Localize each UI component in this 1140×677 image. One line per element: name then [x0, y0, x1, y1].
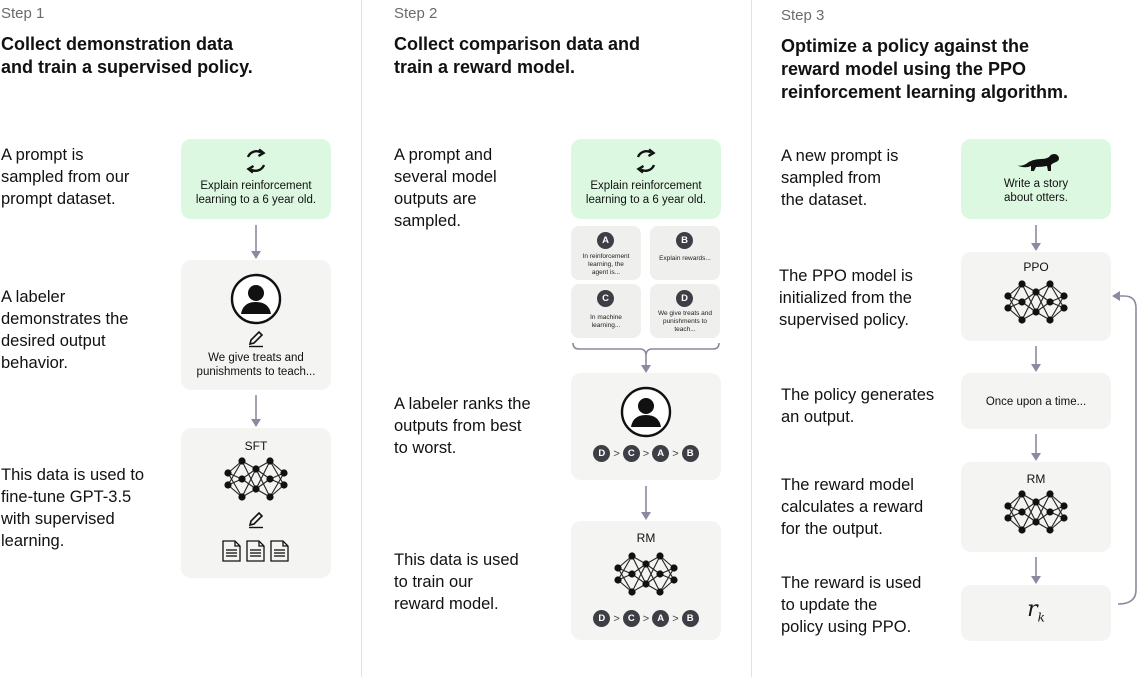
- step-3-desc-prompt: A new prompt is sampled from the dataset…: [781, 147, 899, 209]
- column-divider-2: [751, 0, 752, 677]
- step-2-desc-ranking: A labeler ranks the outputs from best to…: [394, 395, 531, 457]
- output-card-a: A In reinforcement learning, the agent i…: [571, 226, 641, 280]
- output-text-b: Explain rewards...: [659, 255, 711, 262]
- reward-symbol: rk: [1027, 597, 1045, 625]
- rank-badge-4: B: [681, 445, 699, 463]
- step-1-desc-labeler: A labeler demonstrates the desired outpu…: [1, 288, 129, 372]
- rm-label: RM: [636, 531, 656, 545]
- step-1-prompt-text: Explain reinforcement learning to a 6 ye…: [195, 180, 317, 206]
- rank-badge-1: D: [593, 445, 611, 463]
- column-divider-1: [361, 0, 362, 677]
- step-3-rm-box: RM: [961, 462, 1111, 552]
- neural-network-icon: [614, 552, 678, 596]
- step-3-prompt-text: Write a story about otters.: [1003, 178, 1069, 204]
- step-3-reward-box: rk: [961, 585, 1111, 641]
- output-text-a: In reinforcement learning, the agent is.…: [582, 253, 630, 276]
- step-1-labeler-box: We give treats and punishments to teach.…: [181, 260, 331, 390]
- step-1-label: Step 1: [1, 5, 45, 22]
- step-3-desc-ppo: The PPO model is initialized from the su…: [779, 267, 913, 329]
- step-2-heading: Collect comparison data and train a rewa…: [394, 34, 641, 77]
- pencil-icon: [248, 511, 264, 529]
- step-3-ppo-box: PPO: [961, 252, 1111, 341]
- neural-network-icon: [1004, 280, 1068, 324]
- ranking-order: D>C>A>B: [571, 445, 721, 463]
- output-badge-b: B: [676, 232, 693, 249]
- refresh-cycle-icon: [246, 148, 266, 174]
- output-text-d: We give treats and punishments to teach.…: [657, 310, 713, 333]
- output-card-d: D We give treats and punishments to teac…: [650, 284, 720, 338]
- labeler-avatar-icon: [230, 273, 282, 325]
- step-3-output-box: Once upon a time...: [961, 373, 1111, 429]
- step-1-desc-sft: This data is used to fine-tune GPT-3.5 w…: [1, 466, 145, 550]
- step-2-desc-rm: This data is used to train our reward mo…: [394, 551, 519, 613]
- step-3-desc-output: The policy generates an output.: [781, 386, 935, 426]
- policy-output-text: Once upon a time...: [985, 396, 1087, 408]
- output-badge-c: C: [597, 290, 614, 307]
- output-text-c: In machine learning...: [590, 314, 622, 329]
- rm-ranking-order: D>C>A>B: [571, 610, 721, 628]
- step-3-label: Step 3: [781, 7, 825, 24]
- neural-network-icon: [1004, 490, 1068, 534]
- step-3-prompt-box: Write a story about otters.: [961, 139, 1111, 219]
- sft-label: SFT: [244, 439, 268, 453]
- rank-badge-2: C: [622, 445, 640, 463]
- documents-icon: [222, 540, 289, 562]
- neural-network-icon: [224, 457, 288, 501]
- reward-model-label: RM: [1026, 472, 1046, 486]
- step-1-heading: Collect demonstration data and train a s…: [1, 34, 253, 77]
- output-card-b: B Explain rewards...: [650, 226, 720, 280]
- step-2-prompt-text: Explain reinforcement learning to a 6 ye…: [585, 180, 707, 206]
- ppo-label: PPO: [1023, 260, 1049, 274]
- output-card-c: C In machine learning...: [571, 284, 641, 338]
- pencil-icon: [248, 330, 264, 348]
- step-2-rm-box: RM D>C>A>B: [571, 521, 721, 640]
- rm-rank-badge-4: B: [681, 610, 699, 628]
- rm-rank-badge-3: A: [652, 610, 670, 628]
- rank-badge-3: A: [652, 445, 670, 463]
- step-2-desc-prompt: A prompt and several model outputs are s…: [394, 146, 497, 230]
- rm-rank-badge-2: C: [622, 610, 640, 628]
- step-1-desc-prompt: A prompt is sampled from our prompt data…: [1, 146, 130, 208]
- step-3-desc-reward: The reward model calculates a reward for…: [781, 476, 924, 538]
- step-1-labeler-output: We give treats and punishments to teach.…: [196, 352, 316, 378]
- step-1-prompt-box: Explain reinforcement learning to a 6 ye…: [181, 139, 331, 219]
- step-2-prompt-box: Explain reinforcement learning to a 6 ye…: [571, 139, 721, 219]
- labeler-avatar-icon: [620, 386, 672, 438]
- refresh-cycle-icon: [636, 148, 656, 174]
- step-1-sft-box: SFT: [181, 428, 331, 578]
- rm-rank-badge-1: D: [593, 610, 611, 628]
- step-2-ranking-box: D>C>A>B: [571, 373, 721, 480]
- otter-icon: [1016, 154, 1059, 171]
- step-3-heading: Optimize a policy against the reward mod…: [781, 36, 1069, 102]
- step-3-desc-update: The reward is used to update the policy …: [781, 574, 922, 636]
- step-2-label: Step 2: [394, 5, 438, 22]
- output-badge-a: A: [597, 232, 614, 249]
- output-badge-d: D: [676, 290, 693, 307]
